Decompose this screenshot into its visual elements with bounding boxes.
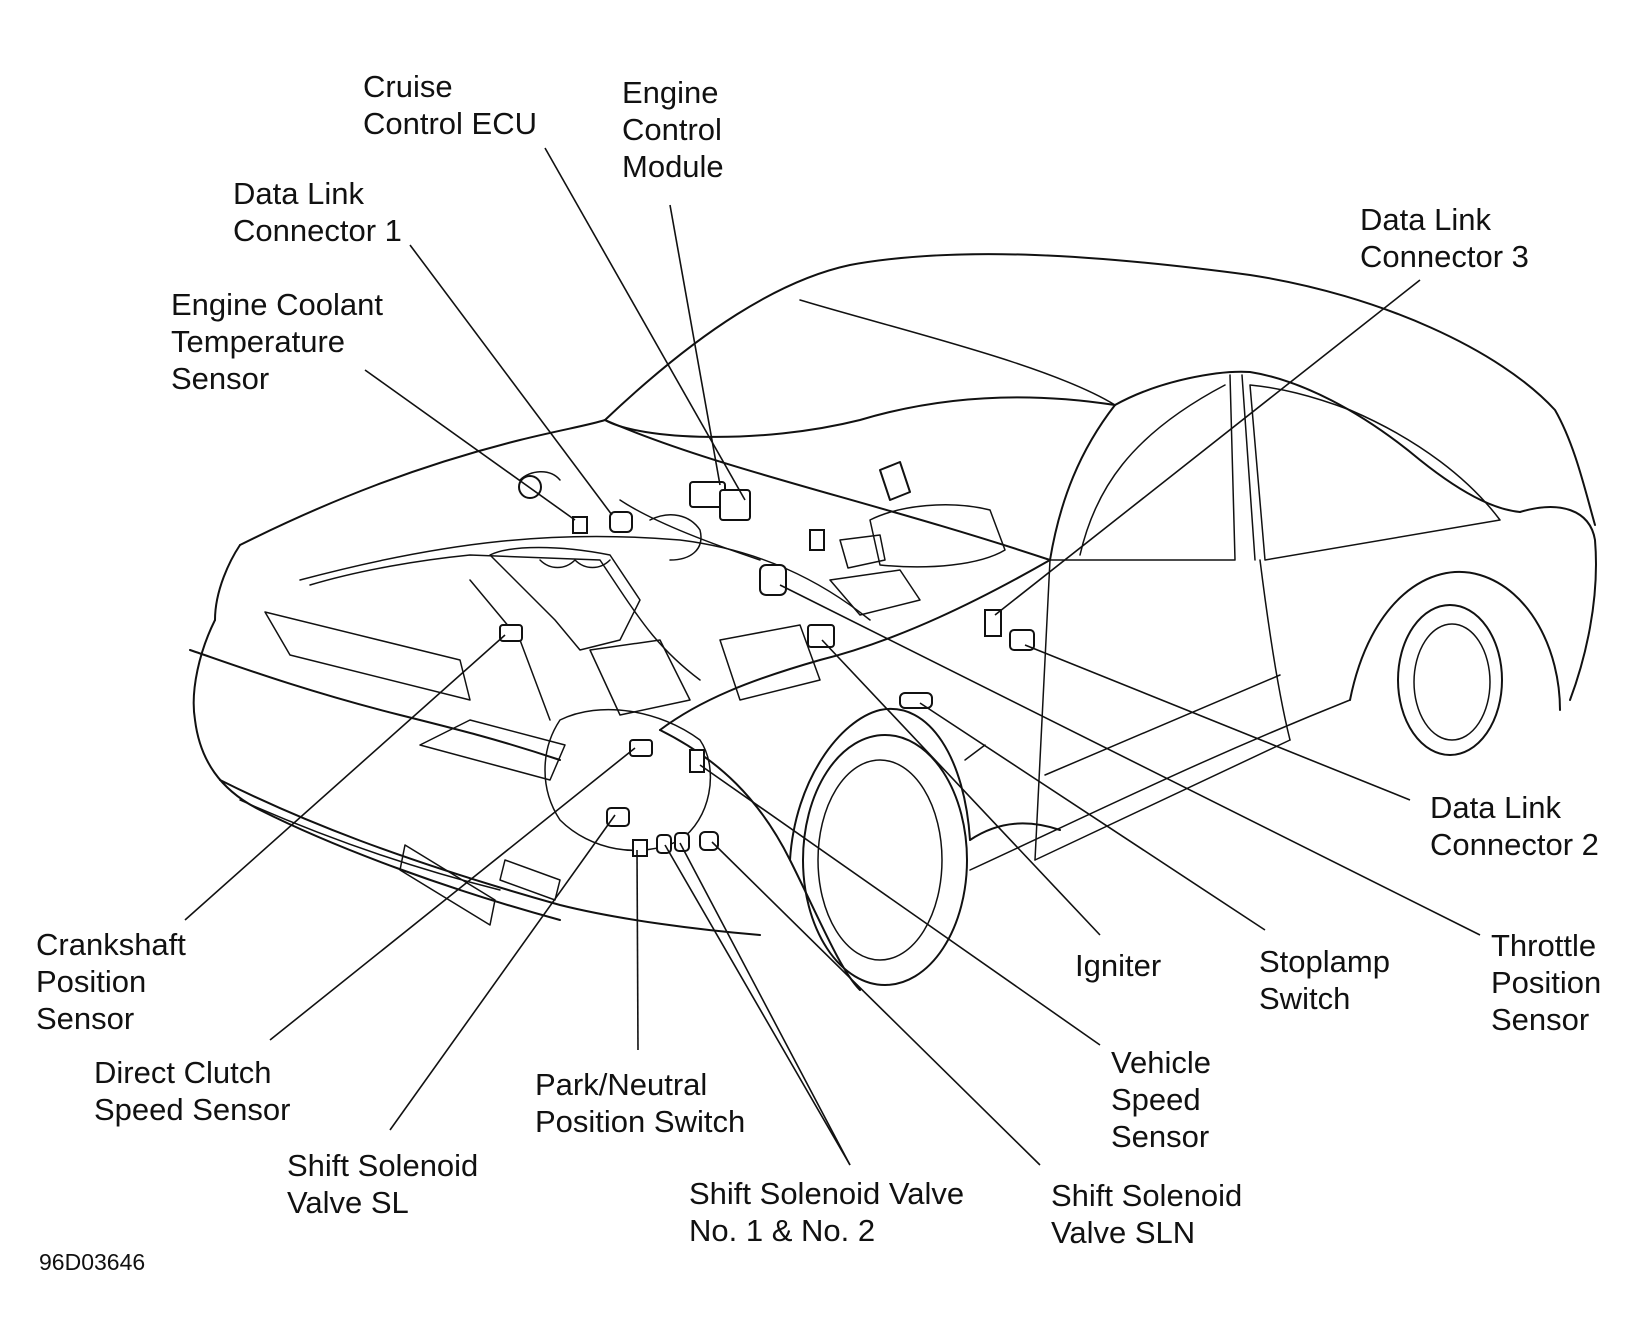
coolant-sensor-plug xyxy=(572,516,588,534)
leader-engine-control-module xyxy=(669,204,721,486)
throttle-sensor-unit xyxy=(759,564,787,596)
solenoid-no2-unit xyxy=(674,832,690,852)
label-igniter: Igniter xyxy=(1075,948,1162,983)
leader-data-link-connector-1 xyxy=(409,244,613,516)
label-shift-solenoid-valve-no1-no2: Shift Solenoid Valve No. 1 & No. 2 xyxy=(689,1176,965,1248)
leader-igniter xyxy=(821,639,1101,936)
label-cruise-control-ecu: Cruise Control ECU xyxy=(363,69,537,141)
label-throttle-position-sensor: Throttle Position Sensor xyxy=(1491,928,1602,1037)
leader-data-link-connector-3 xyxy=(994,279,1421,616)
leader-engine-coolant-temperature-sensor xyxy=(364,369,576,521)
relay-unit xyxy=(809,529,825,551)
leader-vehicle-speed-sensor xyxy=(699,764,1101,1046)
leader-cruise-control-ecu xyxy=(544,147,746,501)
label-shift-solenoid-valve-sln: Shift Solenoid Valve SLN xyxy=(1051,1178,1243,1250)
leader-throttle-position-sensor xyxy=(779,584,1481,936)
dlc2-unit xyxy=(1009,629,1035,651)
label-stoplamp-switch: Stoplamp Switch xyxy=(1259,944,1390,1016)
vss-unit xyxy=(689,749,705,773)
pn-switch-unit xyxy=(632,839,648,857)
leader-shift-solenoid-valve-sln xyxy=(711,841,1041,1166)
label-engine-coolant-temperature-sensor: Engine Coolant Temperature Sensor xyxy=(171,287,383,396)
leader-park-neutral-position-switch xyxy=(636,849,639,1051)
label-data-link-connector-2: Data Link Connector 2 xyxy=(1430,790,1599,862)
igniter-unit xyxy=(807,624,835,648)
crank-sensor-unit xyxy=(499,624,523,642)
leader-shift-solenoid-valve-no1 xyxy=(664,844,851,1166)
car-body xyxy=(189,253,1597,991)
figure-id: 96D03646 xyxy=(39,1249,146,1275)
label-data-link-connector-1: Data Link Connector 1 xyxy=(233,176,402,248)
leader-crankshaft-position-sensor xyxy=(184,634,506,921)
leader-data-link-connector-2 xyxy=(1024,644,1411,801)
leader-stoplamp-switch xyxy=(919,702,1266,931)
label-vehicle-speed-sensor: Vehicle Speed Sensor xyxy=(1111,1045,1211,1154)
direct-clutch-sensor-unit xyxy=(629,739,653,757)
dlc3-unit xyxy=(984,609,1002,637)
stoplamp-switch-unit xyxy=(899,692,933,709)
label-shift-solenoid-valve-sl: Shift Solenoid Valve SL xyxy=(287,1148,479,1220)
label-data-link-connector-3: Data Link Connector 3 xyxy=(1360,202,1529,274)
leader-direct-clutch-speed-sensor xyxy=(269,747,636,1041)
engine-bay xyxy=(309,471,1006,852)
sln-solenoid-unit xyxy=(699,831,719,851)
label-direct-clutch-speed-sensor: Direct Clutch Speed Sensor xyxy=(94,1055,291,1127)
sl-solenoid-unit xyxy=(606,807,630,827)
leader-shift-solenoid-valve-no2 xyxy=(679,842,851,1166)
label-engine-control-module: Engine Control Module xyxy=(622,75,724,184)
label-crankshaft-position-sensor: Crankshaft Position Sensor xyxy=(36,927,186,1036)
label-park-neutral-position-switch: Park/Neutral Position Switch xyxy=(535,1067,746,1139)
components xyxy=(499,475,1035,857)
dlc1-unit xyxy=(609,511,633,533)
leader-shift-solenoid-valve-sl xyxy=(389,814,616,1131)
cruise-ecu-unit xyxy=(719,489,751,521)
leader-lines xyxy=(184,147,1481,1166)
